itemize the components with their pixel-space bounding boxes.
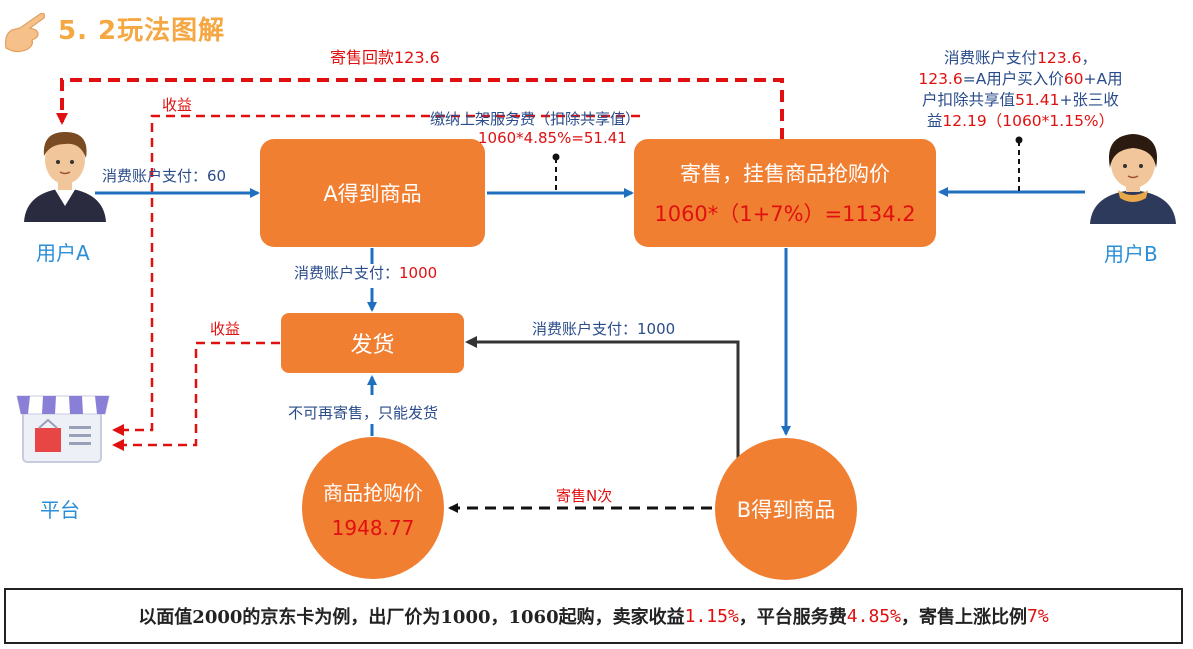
user-b-label: 用户B [1104,242,1158,266]
platform-label: 平台 [40,498,80,522]
b-to-ship-arrow [465,336,740,458]
b-pay-l4-a: 益 [926,112,943,130]
b-pay-l2-c: 60 [1063,70,1084,88]
b-pay-l3-b: 51.41 [1015,91,1060,109]
b-pay-l3-a: 户扣除共享值 [922,91,1016,109]
b-pay-l2-b: =A用户买入价 [962,70,1064,88]
pay-a-label: 消费账户支付：60 [102,167,227,185]
rush-price-title: 商品抢购价 [323,480,423,505]
b-pay-l1-suffix: ， [1081,49,1097,67]
b-gets-goods-circle: B得到商品 [715,438,857,580]
note-text-1: 以面值2000的京东卡为例，出厂价为1000，1060起购，卖家收益 [138,607,685,628]
page-title: 5. 2玩法图解 [58,16,226,46]
b-pay-l2-a: 123.6 [918,70,963,88]
note-text-2: ，平台服务费 [738,607,847,628]
a-gets-goods-label: A得到商品 [323,182,422,206]
b-gets-goods-label: B得到商品 [736,498,836,522]
b-pay-explanation: 消费账户支付123.6， 123.6=A用户买入价60+A用 户扣除共享值51.… [898,48,1143,132]
note-value-seller-income: 1.15% [684,605,739,627]
b-pay-l2-d: +A用 [1083,70,1123,88]
note-value-platform-fee: 4.85% [846,605,901,627]
user-b-avatar-icon [1090,134,1176,224]
income-top-line [112,114,640,436]
b-pay-l3-c: +张三收 [1059,91,1119,109]
income-mid-label: 收益 [210,320,241,338]
no-reconsign-label: 不可再寄售，只能发货 [288,404,439,422]
b-pay-l1-value: 123.6 [1037,49,1082,67]
platform-store-icon [16,395,110,463]
consign-price: 1060*（1+7%）=1134.2 [654,202,916,226]
consign-title: 寄售，挂售商品抢购价 [680,162,890,186]
pointing-hand-icon [5,12,46,53]
pay-1000-left-prefix: 消费账户支付： [294,264,400,282]
user-a-label: 用户A [36,241,90,265]
a-gets-goods-box: A得到商品 [260,139,485,247]
ship-label: 发货 [350,333,395,358]
consign-box: 寄售，挂售商品抢购价 1060*（1+7%）=1134.2 [634,139,936,247]
pay-1000-right-label: 消费账户支付：1000 [532,320,676,338]
pay-1000-left-value: 1000 [399,264,438,282]
ship-box: 发货 [281,313,464,373]
consign-refund-label: 寄售回款123.6 [330,48,440,67]
pay-1000-left-label: 消费账户支付：1000 [294,262,437,283]
income-top-label: 收益 [162,96,193,114]
consign-n-label: 寄售N次 [556,487,613,505]
fee-label-line2: 1060*4.85%=51.41 [478,129,627,147]
income-mid-line [112,341,280,451]
user-a-avatar-icon [24,132,106,222]
rush-price-value: 1948.77 [331,515,415,540]
b-pay-l4-b: 12.19（1060*1.15%） [942,112,1115,130]
note-value-markup: 7% [1026,605,1049,627]
note-text-3: ，寄售上涨比例 [900,607,1027,628]
fee-label-line1: 缴纳上架服务费（扣除共享值） [430,110,641,128]
b-pay-l1-prefix: 消费账户支付 [944,49,1038,67]
rush-price-circle: 商品抢购价 1948.77 [302,437,444,579]
consign-refund-line [56,78,784,140]
